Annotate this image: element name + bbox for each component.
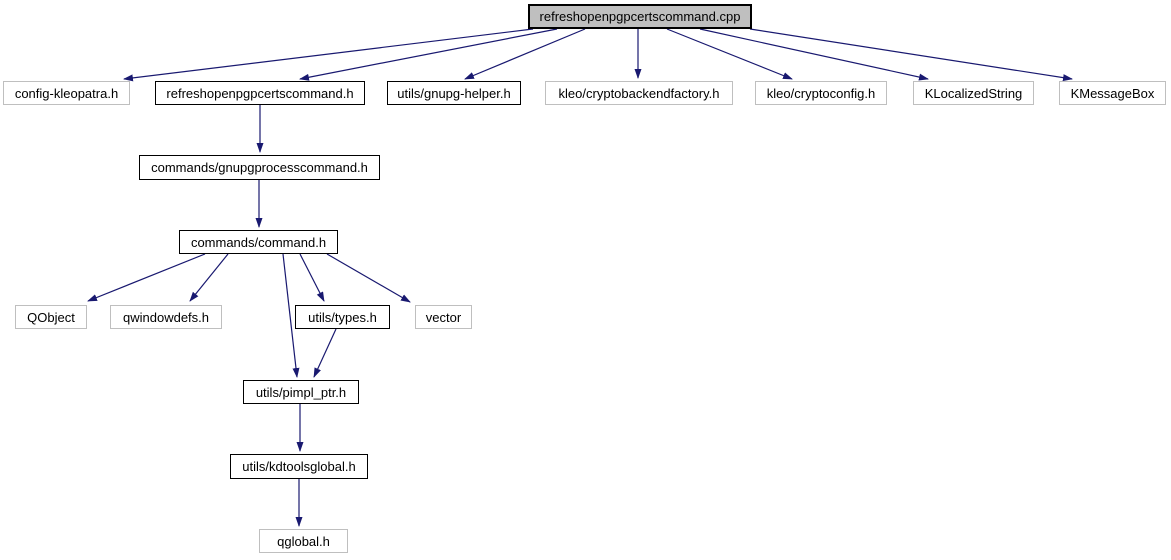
include-edge-command-to-types	[299, 253, 325, 302]
graph-node-config: config-kleopatra.h	[3, 81, 130, 105]
graph-node-command[interactable]: commands/command.h	[179, 230, 338, 254]
graph-node-kmessagebox: KMessageBox	[1059, 81, 1166, 105]
graph-node-cryptobackendfactory: kleo/cryptobackendfactory.h	[545, 81, 733, 105]
graph-node-klocalizedstring: KLocalizedString	[913, 81, 1034, 105]
graph-node-qglobal: qglobal.h	[259, 529, 348, 553]
include-edge-cpp-to-klocalizedstring	[699, 28, 929, 81]
include-edge-command-to-vector	[326, 253, 411, 303]
include-edge-cpp-to-config	[123, 28, 534, 82]
include-edge-command-to-qobject	[87, 253, 206, 302]
graph-node-types[interactable]: utils/types.h	[295, 305, 390, 329]
include-edge-cpp-to-cryptoconfig	[666, 28, 793, 80]
graph-node-gnupg_helper[interactable]: utils/gnupg-helper.h	[387, 81, 521, 105]
graph-node-vector: vector	[415, 305, 472, 329]
include-edge-cpp-to-refresh_h	[299, 28, 558, 81]
graph-node-kdtoolsglobal[interactable]: utils/kdtoolsglobal.h	[230, 454, 368, 479]
graph-node-gnupgprocesscommand[interactable]: commands/gnupgprocesscommand.h	[139, 155, 380, 180]
include-edge-types-to-pimpl_ptr	[313, 328, 337, 378]
graph-node-pimpl_ptr[interactable]: utils/pimpl_ptr.h	[243, 380, 359, 404]
include-edge-command-to-qwindowdefs	[189, 253, 229, 302]
graph-node-cryptoconfig: kleo/cryptoconfig.h	[755, 81, 887, 105]
include-edge-command-to-pimpl_ptr	[282, 253, 300, 378]
include-edge-cpp-to-kmessagebox	[749, 28, 1073, 82]
graph-node-refresh_h[interactable]: refreshopenpgpcertscommand.h	[155, 81, 365, 105]
graph-node-qobject: QObject	[15, 305, 87, 329]
graph-node-qwindowdefs: qwindowdefs.h	[110, 305, 222, 329]
graph-node-cpp: refreshopenpgpcertscommand.cpp	[528, 4, 752, 29]
include-edge-cpp-to-gnupg_helper	[464, 28, 586, 80]
